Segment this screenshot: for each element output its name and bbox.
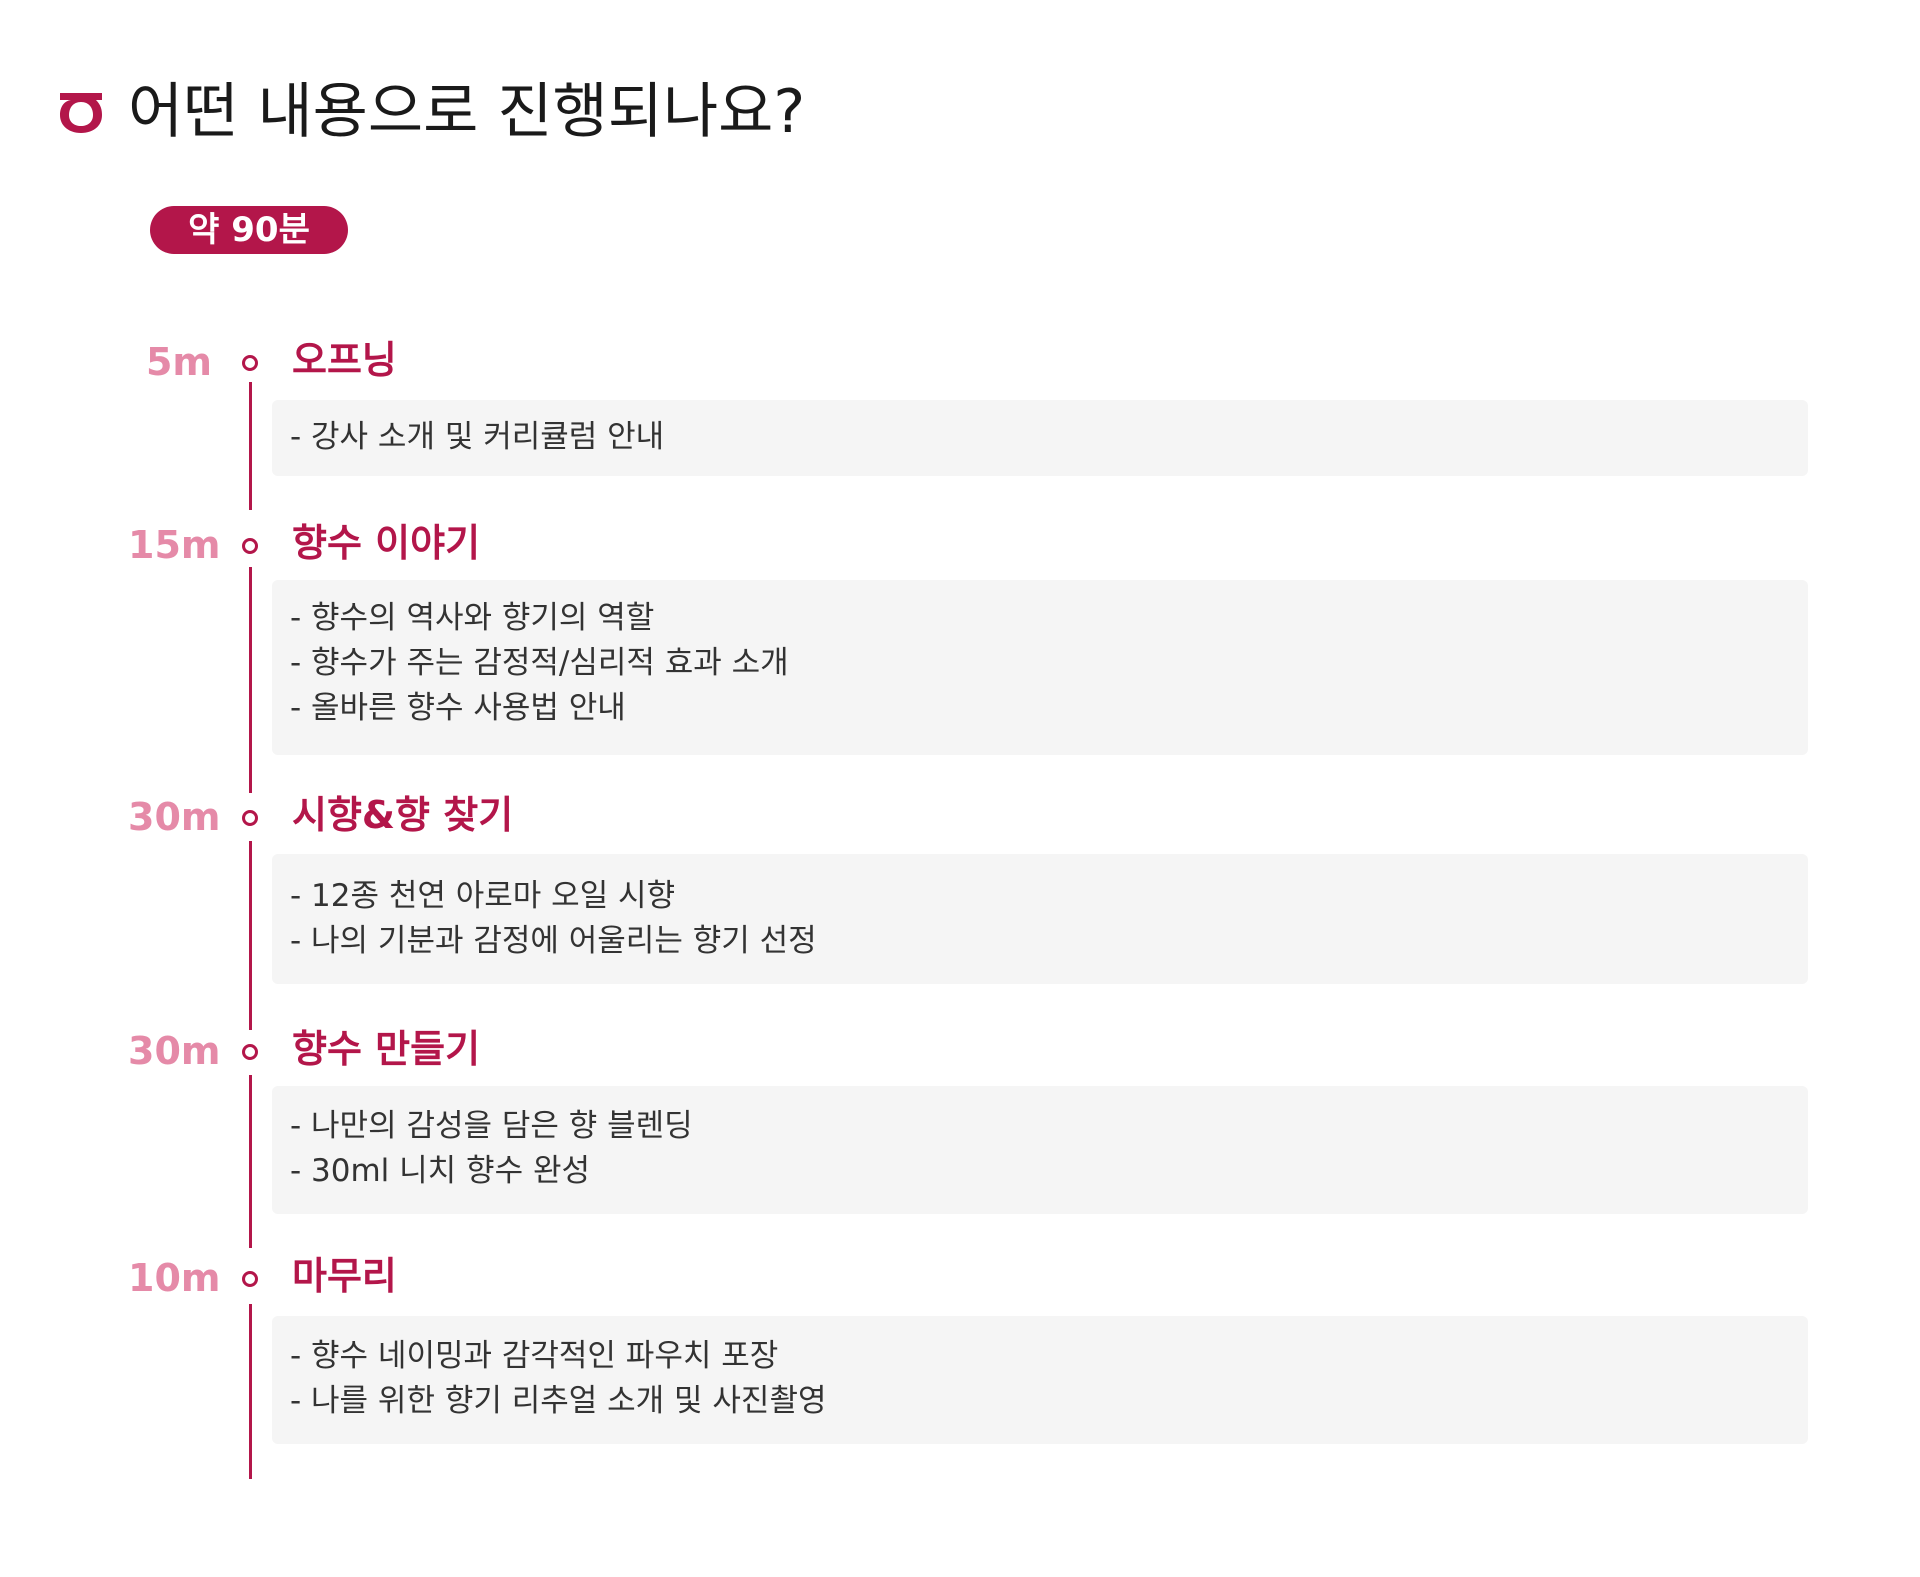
step-title: 향수 만들기 bbox=[292, 1027, 481, 1071]
step-detail-line: - 12종 천연 아로마 오일 시향 bbox=[290, 878, 676, 914]
timeline-line bbox=[249, 1075, 252, 1248]
step-title: 오프닝 bbox=[292, 338, 397, 382]
step-detail-box: - 향수 네이밍과 감각적인 파우치 포장 - 나를 위한 향기 리추얼 소개 … bbox=[272, 1316, 1808, 1444]
step-time: 15m bbox=[128, 523, 221, 567]
step-detail-line: - 올바른 향수 사용법 안내 bbox=[290, 690, 626, 726]
step-time: 30m bbox=[128, 795, 221, 839]
step-detail-box: - 강사 소개 및 커리큘럼 안내 bbox=[272, 400, 1808, 476]
step-detail-line: - 나를 위한 향기 리추얼 소개 및 사진촬영 bbox=[290, 1383, 827, 1419]
timeline-dot bbox=[242, 1271, 258, 1287]
timeline-dot bbox=[242, 1044, 258, 1060]
timeline-line bbox=[249, 382, 252, 510]
step-detail-line: - 향수 네이밍과 감각적인 파우치 포장 bbox=[290, 1338, 779, 1374]
step-title: 마무리 bbox=[292, 1254, 397, 1298]
step-detail-box: - 12종 천연 아로마 오일 시향 - 나의 기분과 감정에 어울리는 향기 … bbox=[272, 854, 1808, 984]
step-title: 시향&향 찾기 bbox=[292, 793, 514, 837]
step-time: 5m bbox=[145, 340, 212, 384]
timeline-dot bbox=[242, 810, 258, 826]
timeline-line bbox=[249, 841, 252, 1030]
timeline-dot bbox=[242, 355, 258, 371]
step-time: 30m bbox=[128, 1029, 221, 1073]
step-detail-line: - 강사 소개 및 커리큘럼 안내 bbox=[290, 419, 665, 455]
page-title: 어떤 내용으로 진행되나요? bbox=[128, 77, 806, 147]
brand-logo-icon bbox=[60, 93, 102, 133]
step-detail-line: - 나만의 감성을 담은 향 블렌딩 bbox=[290, 1108, 693, 1144]
step-detail-box: - 향수의 역사와 향기의 역할 - 향수가 주는 감정적/심리적 효과 소개 … bbox=[272, 580, 1808, 755]
timeline-line bbox=[249, 567, 252, 793]
step-detail-line: - 향수가 주는 감정적/심리적 효과 소개 bbox=[290, 645, 789, 681]
duration-badge: 약 90분 bbox=[150, 206, 348, 254]
step-detail-line: - 나의 기분과 감정에 어울리는 향기 선정 bbox=[290, 923, 817, 959]
step-detail-line: - 30ml 니치 향수 완성 bbox=[290, 1153, 590, 1189]
step-detail-box: - 나만의 감성을 담은 향 블렌딩 - 30ml 니치 향수 완성 bbox=[272, 1086, 1808, 1214]
step-time: 10m bbox=[128, 1256, 221, 1300]
timeline-dot bbox=[242, 538, 258, 554]
step-title: 향수 이야기 bbox=[292, 521, 481, 565]
step-detail-line: - 향수의 역사와 향기의 역할 bbox=[290, 600, 655, 636]
timeline-line bbox=[249, 1304, 252, 1479]
